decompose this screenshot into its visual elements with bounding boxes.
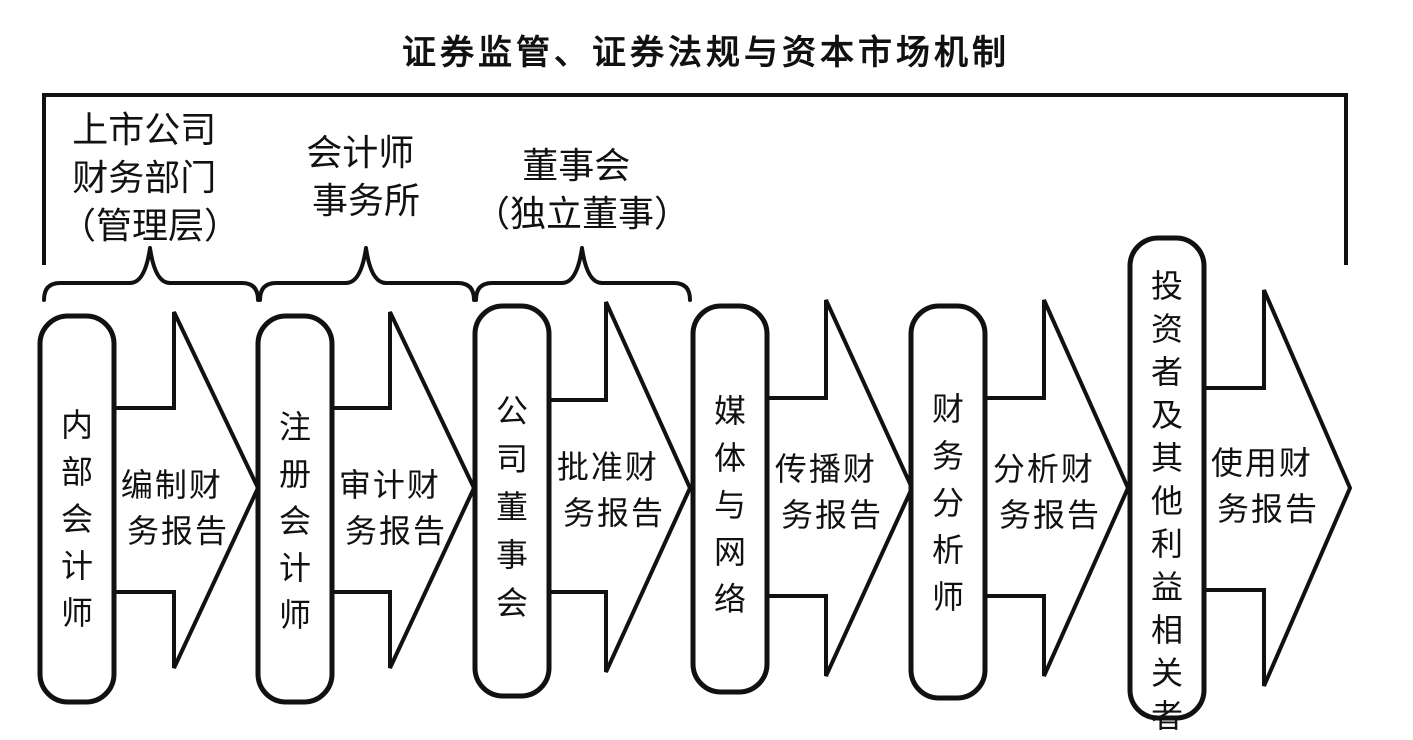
actor-label-char: 计 [61,547,93,585]
actor-label-char: 务 [932,437,964,475]
actor-label-char: 相 [1151,611,1183,649]
actor-label-char: 会 [279,502,311,540]
actor-label-char: 司 [496,440,528,478]
actor-label-cpa: 注册会计师 [279,408,311,634]
actor-label-char: 网 [714,533,746,571]
actor-label-char: 师 [932,578,964,616]
arrow-use [1198,289,1353,687]
actor-box-internal-accountant [37,313,117,705]
actor-label-char: 体 [714,439,746,477]
actor-label-char: 与 [714,486,746,524]
actor-label-char: 部 [61,453,93,491]
actor-label-char: 利 [1151,525,1183,563]
actor-label-char: 者 [1151,353,1183,391]
actor-label-char: 会 [496,584,528,622]
arrow-audit [326,311,477,669]
actor-label-char: 师 [279,596,311,634]
action-label-audit: 审计财 务报告 [339,466,453,550]
arrow-analyze [978,299,1131,677]
group-label-accounting-firm: 会计师 事务所 [306,133,425,222]
actor-label-char: 其 [1151,439,1183,477]
actor-label-char: 及 [1151,396,1183,434]
actor-label-char: 益 [1151,568,1183,606]
actor-label-char: 师 [61,594,93,632]
outer-bracket [42,93,1348,265]
actor-label-analyst: 财务分析师 [932,390,964,616]
actor-label-media: 媒体与网络 [714,392,746,618]
actor-label-char: 事 [496,536,528,574]
actor-label-board: 公司董事会 [496,392,528,622]
actor-label-char: 络 [714,580,746,618]
actor-label-char: 注 [279,408,311,446]
actor-label-char: 关 [1151,654,1183,692]
actor-label-char: 内 [61,406,93,444]
actor-label-char: 析 [932,531,964,569]
arrow-distribute [760,299,915,677]
action-label-approve: 批准财 务报告 [557,448,671,532]
arrow-approve [542,301,693,673]
actor-label-investors: 投资者及其他利益相关者 [1151,267,1183,735]
actor-box-investors [1127,235,1207,721]
diagram-title: 证券监管、证券法规与资本市场机制 [402,33,1010,73]
actor-box-board [472,303,552,699]
actor-box-media [690,303,770,695]
actor-label-char: 计 [279,549,311,587]
arrow-prepare [110,311,261,669]
actor-label-char: 册 [279,455,311,493]
actor-label-char: 他 [1151,482,1183,520]
brace-listed-company [42,246,260,302]
actor-label-char: 资 [1151,310,1183,348]
group-label-board: 董事会 （独立董事） [474,146,690,235]
actor-label-char: 会 [61,500,93,538]
action-label-distribute: 传播财 务报告 [775,450,889,534]
action-label-analyze: 分析财 务报告 [993,450,1107,534]
actor-label-char: 媒 [714,392,746,430]
actor-label-char: 分 [932,484,964,522]
group-label-listed-company: 上市公司 财务部门 （管理层） [60,110,240,247]
actor-label-char: 公 [496,392,528,430]
actor-label-internal-accountant: 内部会计师 [61,406,93,632]
actor-label-char: 投 [1151,267,1183,305]
actor-box-analyst [908,303,988,701]
brace-board [474,246,692,302]
brace-accounting-firm [258,246,476,302]
action-label-use: 使用财 务报告 [1211,444,1325,528]
actor-label-char: 董 [496,488,528,526]
actor-label-char: 者 [1151,697,1183,735]
action-label-prepare: 编制财 务报告 [121,466,235,550]
actor-label-char: 财 [932,390,964,428]
actor-box-cpa [255,313,335,705]
